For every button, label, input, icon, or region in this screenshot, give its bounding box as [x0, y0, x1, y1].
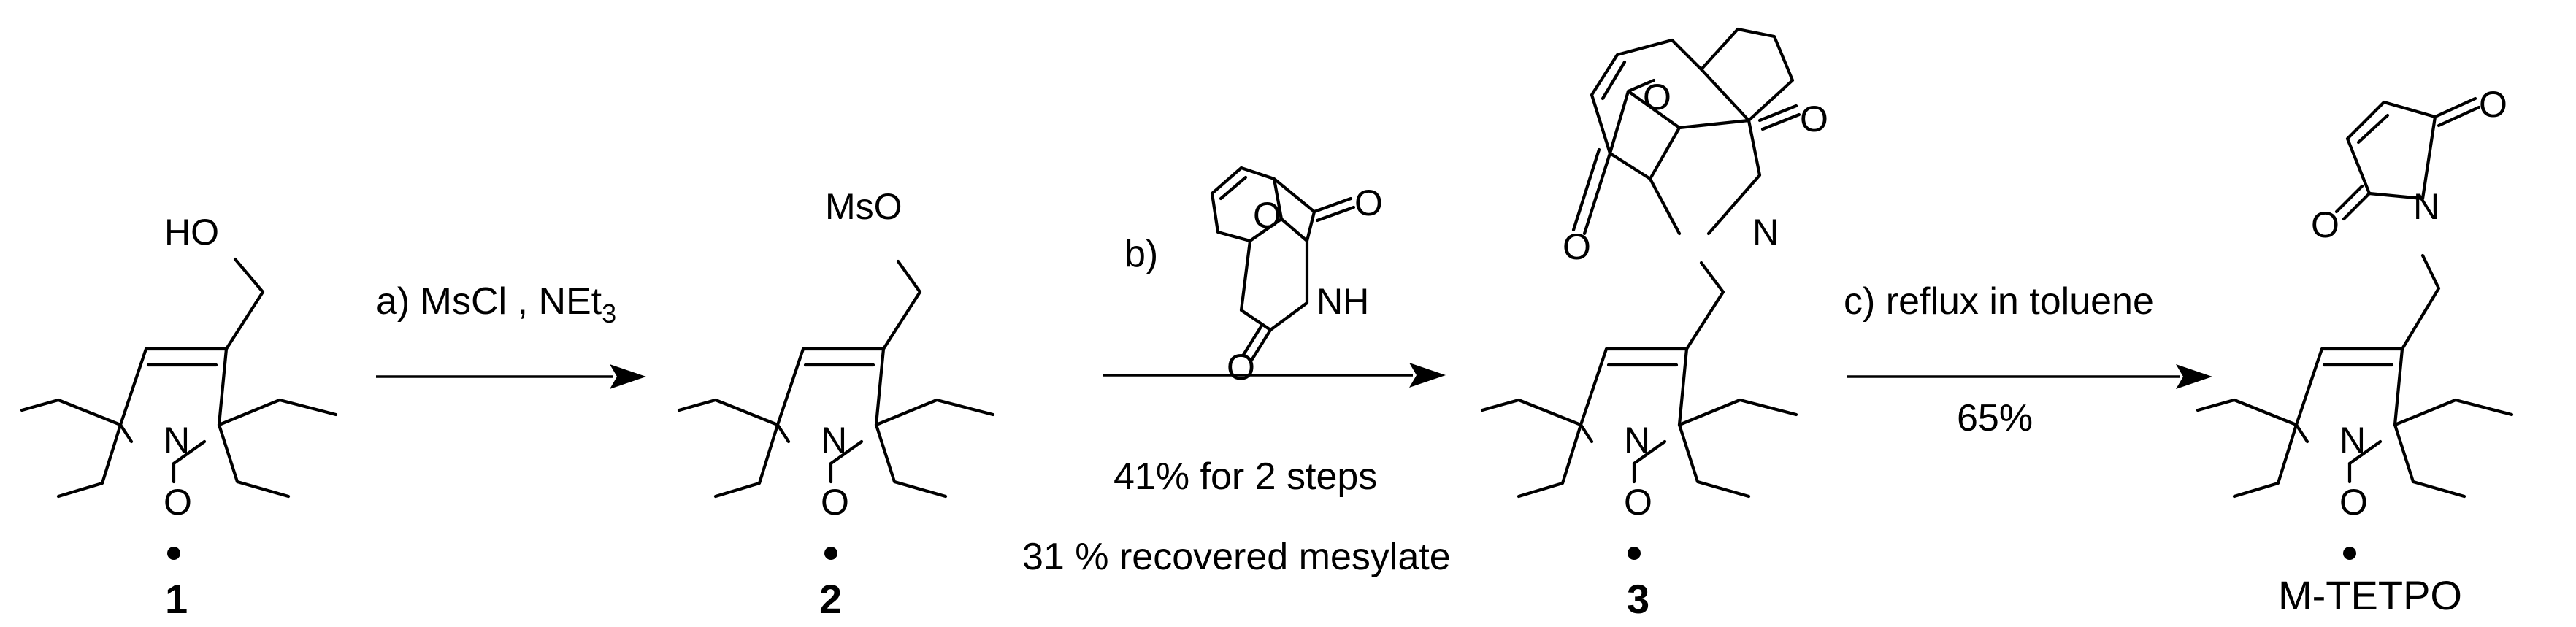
- ring-bonds: [118, 347, 229, 466]
- carbonyl-bottom: [1571, 147, 1612, 236]
- compound-label: 3: [1627, 576, 1649, 622]
- compound-3: O O N O N O 3: [1480, 27, 1828, 622]
- nitroxide-oxygen: O: [821, 482, 849, 523]
- compound-2: MsO N O 2: [677, 186, 995, 622]
- ring-nitrogen: N: [821, 420, 847, 461]
- maleimide-double-bond: [2356, 113, 2390, 145]
- ring-alkyl-bonds: [20, 398, 338, 499]
- step-a: a) MsCl , NEt3: [376, 280, 646, 389]
- compound-label: 2: [819, 576, 842, 622]
- reagent-carbonyl-top: [1312, 196, 1356, 223]
- radical-dot: [2343, 547, 2356, 560]
- step-b: b) O O NH O 41% for 2 steps 31 % recover…: [1022, 166, 1451, 578]
- bridge-double-bond: [1601, 60, 1627, 101]
- nitroxide-oxygen: O: [2339, 482, 2368, 523]
- imide-bonds: [1608, 27, 1795, 236]
- ring-alkyl-bonds: [1480, 398, 1798, 499]
- step-b-prefix: b): [1124, 233, 1158, 275]
- radical-dot: [1628, 547, 1641, 560]
- ring-bonds: [1579, 347, 1689, 466]
- step-a-conditions: a) MsCl , NEt3: [376, 280, 616, 328]
- imide-oxygen-bottom: O: [2311, 204, 2339, 245]
- ring-nitrogen: N: [2339, 420, 2366, 461]
- ring-bonds: [2294, 347, 2404, 466]
- reagent-carbonyl-bottom: [1241, 323, 1273, 361]
- maleimide-ring: [2345, 100, 2437, 201]
- step-c-yield: 65%: [1957, 397, 2033, 439]
- step-b-recovered: 31 % recovered mesylate: [1022, 536, 1451, 578]
- oxanorbornene-bonds: [1590, 38, 1703, 155]
- bridge-oxygen: O: [1643, 77, 1671, 118]
- imide-nitrogen: N: [1752, 212, 1779, 253]
- methylene-bond: [1684, 261, 1725, 351]
- substituent-label: MsO: [825, 186, 902, 227]
- mesyloxymethyl-bond: [881, 259, 922, 351]
- compound-label: M-TETPO: [2278, 572, 2462, 618]
- step-b-yield: 41% for 2 steps: [1113, 455, 1377, 498]
- compound-m-tetpo: O N O N O M-TETPO: [2196, 84, 2514, 618]
- carbonyl-top: [1757, 104, 1801, 131]
- reagent-bridge-oxygen: O: [1253, 195, 1281, 236]
- nitroxide-oxygen: O: [1624, 482, 1652, 523]
- reagent-imide-nh: NH: [1316, 281, 1369, 322]
- arrow-head: [1409, 363, 1446, 388]
- imide-oxygen-bottom: O: [1563, 226, 1591, 267]
- radical-dot: [167, 547, 180, 560]
- compound-1: HO N O 1: [20, 212, 338, 622]
- carbonyl-bottom: [2334, 184, 2372, 221]
- hydroxymethyl-bond: [224, 257, 265, 351]
- step-c-conditions: c) reflux in toluene: [1844, 280, 2154, 323]
- ring-nitrogen: N: [164, 420, 190, 461]
- substituent-label: HO: [164, 212, 219, 253]
- step-c: c) reflux in toluene 65%: [1844, 280, 2212, 439]
- compound-label: 1: [165, 576, 188, 622]
- imide-nitrogen: N: [2413, 186, 2439, 227]
- arrow-head: [610, 364, 646, 389]
- reagent-structure: O O NH O: [1210, 166, 1383, 388]
- radical-dot: [824, 547, 837, 560]
- arrow-head: [2176, 364, 2212, 389]
- reagent-imide-oxygen-2: O: [1227, 347, 1255, 388]
- ring-nitrogen: N: [1624, 420, 1650, 461]
- methylene-bond: [2400, 253, 2441, 351]
- imide-oxygen-top: O: [2479, 84, 2507, 125]
- imide-oxygen-top: O: [1800, 99, 1828, 139]
- ring-alkyl-bonds: [677, 398, 995, 499]
- carbonyl-top: [2433, 96, 2481, 128]
- reagent-double-bond: [1219, 175, 1248, 201]
- reagent-imide-oxygen: O: [1354, 182, 1383, 223]
- nitroxide-oxygen: O: [164, 482, 192, 523]
- ring-alkyl-bonds: [2196, 398, 2514, 499]
- ring-bonds: [775, 347, 886, 466]
